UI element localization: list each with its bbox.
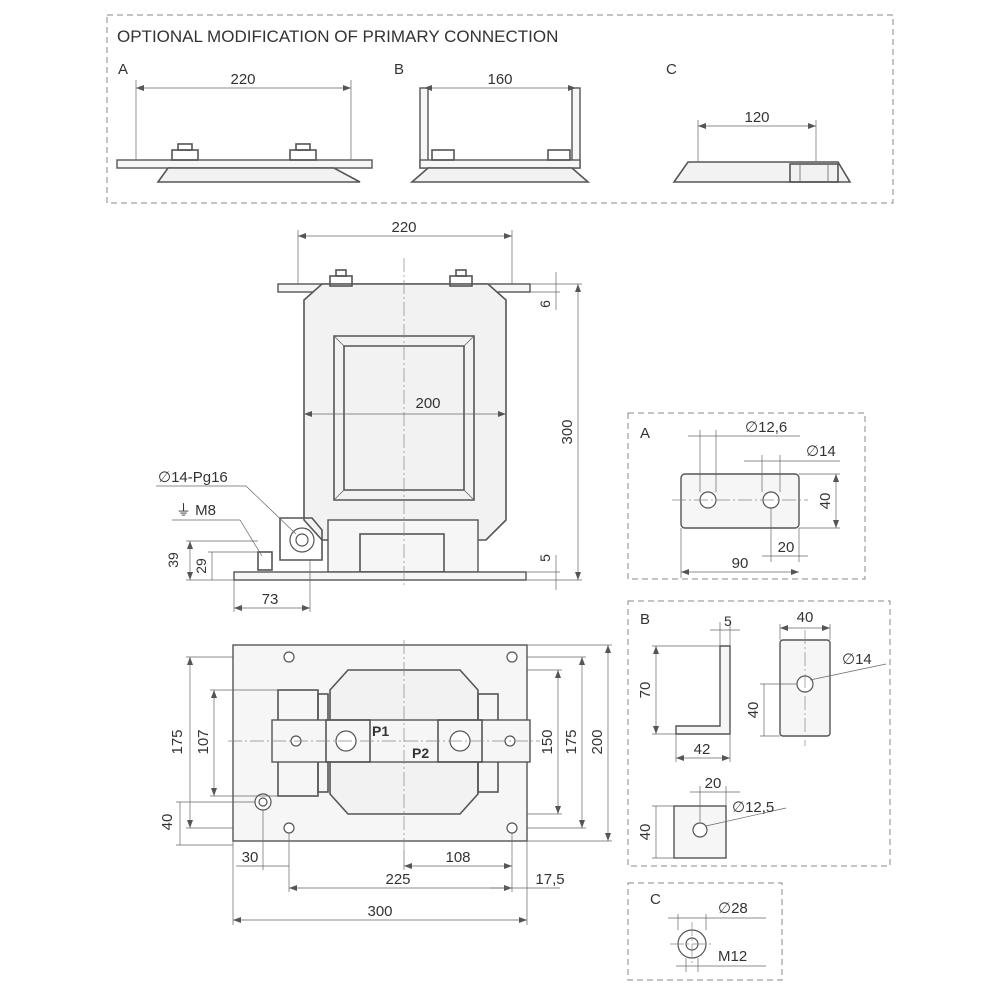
front-top-offset: 6 [537, 300, 553, 308]
detail-b-height-40b: 40 [637, 824, 654, 841]
detail-b-height-40: 40 [745, 702, 762, 719]
option-a-label: A [118, 61, 128, 78]
earth-height-29: 29 [193, 558, 209, 574]
earth-terminal-label: ⏚ M8 [176, 502, 216, 519]
option-b-label: B [394, 61, 404, 78]
terminal-p1-label: P1 [372, 723, 389, 739]
plan-height-175-right: 175 [563, 729, 580, 754]
option-b-width: 160 [487, 71, 512, 88]
front-top-width: 220 [391, 219, 416, 236]
detail-c-drawing [668, 914, 766, 972]
front-body-width: 200 [415, 395, 440, 412]
detail-b-height-70: 70 [637, 682, 654, 699]
detail-b-drawing [652, 622, 887, 859]
detail-b-hole-14: ∅14 [842, 651, 872, 668]
detail-b-width-40: 40 [797, 609, 814, 626]
detail-b-frame [627, 600, 891, 867]
plan-height-107: 107 [195, 729, 212, 754]
detail-a-hole-14: ∅14 [806, 443, 836, 460]
detail-b-width-20: 20 [705, 775, 722, 792]
plan-width-17-5: 17,5 [535, 871, 564, 888]
detail-a-frame [627, 412, 866, 580]
plan-height-40: 40 [159, 814, 176, 831]
front-view [156, 230, 582, 612]
plan-width-30: 30 [242, 849, 259, 866]
detail-c-frame [627, 882, 783, 981]
plan-width-300: 300 [367, 903, 392, 920]
option-c-label: C [666, 61, 677, 78]
plan-height-175-left: 175 [169, 729, 186, 754]
plan-height-150: 150 [539, 729, 556, 754]
detail-a-hole-12-6: ∅12,6 [745, 419, 787, 436]
detail-b-thickness-5: 5 [724, 613, 732, 629]
options-frame [106, 14, 894, 204]
plan-height-200: 200 [589, 729, 606, 754]
front-base-thickness: 5 [537, 554, 553, 562]
detail-a-drawing [672, 430, 840, 578]
front-height: 300 [559, 419, 576, 444]
options-title: OPTIONAL MODIFICATION OF PRIMARY CONNECT… [117, 27, 558, 46]
detail-a-width-20: 20 [778, 539, 795, 556]
earth-offset: 73 [262, 591, 279, 608]
detail-c-thread-m12: M12 [718, 948, 747, 965]
detail-b-label: B [640, 611, 650, 628]
detail-a-width-90: 90 [732, 555, 749, 572]
detail-a-label: A [640, 425, 650, 442]
cable-gland-label: ∅14-Pg16 [158, 469, 228, 486]
plan-width-108: 108 [445, 849, 470, 866]
detail-c-diameter-28: ∅28 [718, 900, 748, 917]
detail-c-label: C [650, 891, 661, 908]
earth-height-39: 39 [165, 552, 181, 568]
plan-width-225: 225 [385, 871, 410, 888]
option-c-drawing [672, 120, 852, 183]
plan-view [176, 640, 612, 925]
detail-a-height-40: 40 [817, 493, 834, 510]
option-a-width: 220 [230, 71, 255, 88]
detail-b-hole-12-5: ∅12,5 [732, 799, 774, 816]
option-b-drawing [409, 85, 591, 183]
terminal-p2-label: P2 [412, 745, 429, 761]
detail-b-width-42: 42 [694, 741, 711, 758]
option-a-drawing [116, 80, 373, 183]
option-c-width: 120 [744, 109, 769, 126]
